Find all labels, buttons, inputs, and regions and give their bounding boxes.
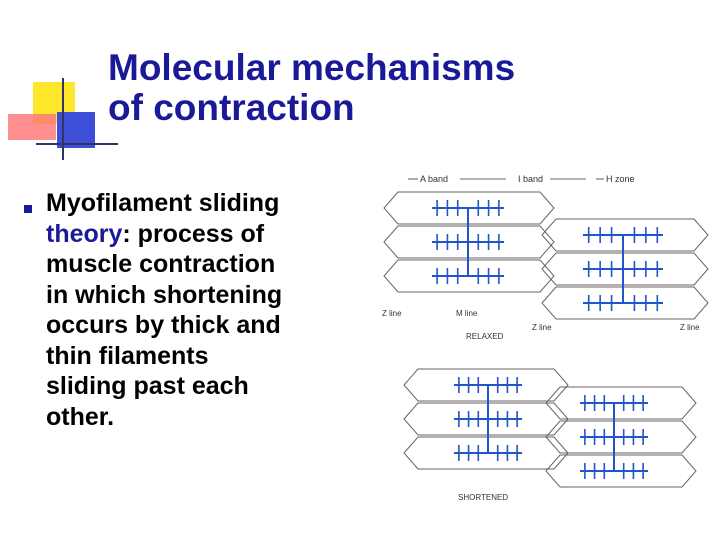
term-highlight: theory xyxy=(46,219,123,248)
shortened-sarcomere xyxy=(403,368,697,488)
title-line-2: of contraction xyxy=(108,87,355,128)
term-line-1: Myofilament sliding xyxy=(46,189,280,217)
definition-line: thin filaments xyxy=(46,341,209,370)
title-line-1: Molecular mechanisms xyxy=(108,47,516,88)
bullet-text: Myofilament sliding theory: process of m… xyxy=(46,188,376,432)
shortened-label: SHORTENED xyxy=(458,493,508,502)
definition-line: occurs by thick and xyxy=(46,311,281,339)
sarcomere-diagram: A band I band H zone Z line M line Z lin… xyxy=(382,174,709,502)
definition-start: : process of xyxy=(122,219,265,248)
i-band-label: I band xyxy=(518,174,543,184)
z-line-left-label: Z line xyxy=(382,309,402,318)
relaxed-label: RELAXED xyxy=(466,332,504,341)
z-line-mid-label: Z line xyxy=(532,323,552,332)
bullet-square-icon xyxy=(24,205,32,213)
z-line-right-label: Z line xyxy=(680,323,700,332)
definition-line: in which shortening xyxy=(46,280,283,309)
h-zone-label: H zone xyxy=(606,174,635,184)
relaxed-sarcomere xyxy=(383,191,709,320)
definition-line: muscle contraction xyxy=(46,250,276,278)
term-line-2: theory: process of xyxy=(46,219,376,250)
definition-line: other. xyxy=(46,402,115,431)
slide-title: Molecular mechanisms of contraction xyxy=(108,48,708,128)
title-decoration xyxy=(8,78,118,160)
definition-line: sliding past each xyxy=(46,372,249,400)
a-band-label: A band xyxy=(420,174,448,184)
m-line-label: M line xyxy=(456,309,478,318)
